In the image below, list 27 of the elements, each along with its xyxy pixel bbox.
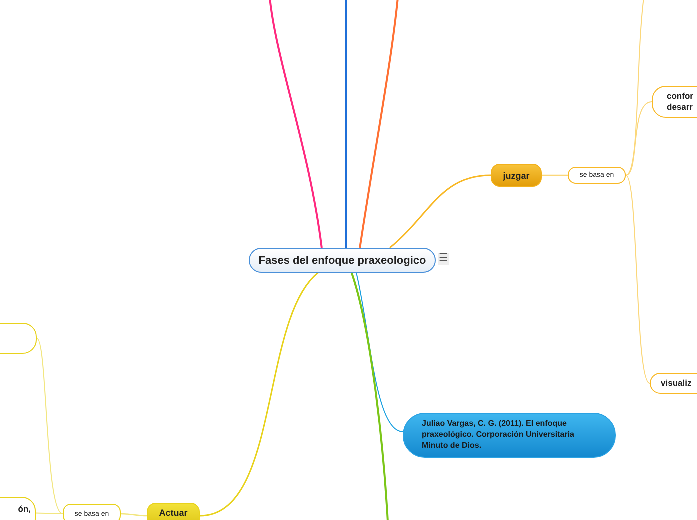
topic-text: Fases del enfoque praxeologico [258, 254, 426, 266]
topic-text: confor desarr [667, 91, 694, 113]
connector-line [359, 0, 399, 248]
connector-line [345, 0, 348, 248]
connector-line [120, 513, 148, 517]
connector-line [350, 272, 389, 520]
connector-line [626, 175, 650, 384]
topic-text: juzgar [503, 170, 530, 180]
connector-line [36, 338, 64, 514]
topic-box [249, 248, 436, 273]
connector-line [36, 512, 64, 514]
topic-box [568, 167, 626, 184]
connector-line [390, 174, 492, 249]
connector-line [626, 0, 644, 176]
topic-text: Actuar [159, 508, 188, 518]
topic-text: ón, [18, 504, 31, 514]
connector-line [626, 102, 652, 176]
connector-line [542, 174, 568, 176]
topic-box [491, 164, 542, 187]
connector-line [356, 272, 404, 432]
topic-box [403, 413, 616, 458]
menu-icon: ☰ [438, 253, 449, 265]
topic-box [63, 504, 121, 520]
topic-text: visualiz [661, 378, 692, 389]
connector-line [269, 0, 323, 248]
topic-text: Juliao Vargas, C. G. (2011). El enfoque praxeológico. Corporación Universitaria Minuto de Dios. [422, 419, 575, 452]
connector-line [200, 272, 319, 517]
